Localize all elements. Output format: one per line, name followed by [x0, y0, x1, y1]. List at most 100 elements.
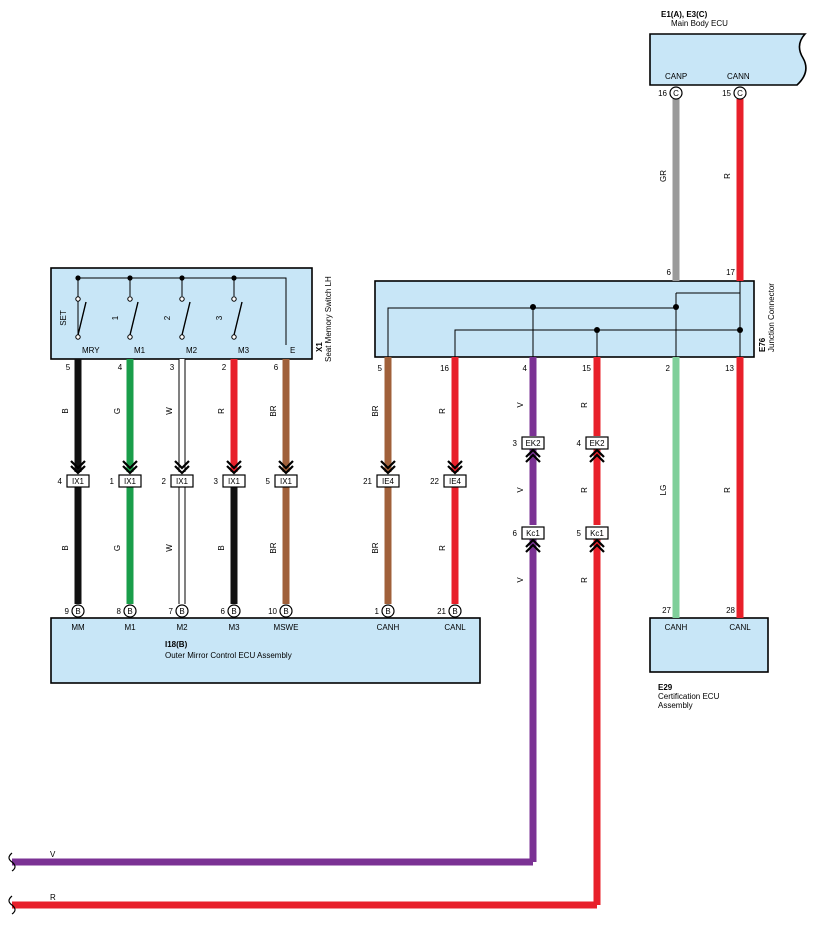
- junction-id: E76: [758, 337, 767, 352]
- switch-contact: [75, 334, 81, 340]
- switch-label: SET: [59, 310, 68, 326]
- seat-switch-pin-label: E: [290, 346, 295, 355]
- inline-pin-number: 3: [513, 439, 518, 448]
- inline-connector: IE4: [449, 477, 462, 486]
- connector-letter: B: [75, 607, 80, 616]
- connector-letter: C: [673, 89, 679, 98]
- switch-contact: [179, 334, 185, 340]
- inline-pin-number: 6: [513, 529, 518, 538]
- wire-color-label: GR: [659, 170, 668, 182]
- inline-pin-number: 22: [430, 477, 439, 486]
- wire-color-label: R: [580, 402, 589, 408]
- connector-pin-circle: [381, 604, 395, 618]
- switch-contact: [127, 296, 133, 302]
- inline-connector-chevron: [589, 448, 605, 463]
- connector-letter: B: [385, 607, 390, 616]
- seat-switch-id: X1: [315, 342, 324, 352]
- seat-switch-pin-label: M2: [186, 346, 198, 355]
- connector-pin-circle: [123, 604, 137, 618]
- wire-color-label: BR: [269, 405, 278, 416]
- wire-break-symbol: [8, 895, 16, 915]
- connector-pin-circle: [175, 604, 189, 618]
- pin-label: CANH: [665, 623, 688, 632]
- inline-connector: IX1: [72, 477, 85, 486]
- inline-connector-chevron: [589, 538, 605, 553]
- pin-label: MM: [71, 623, 85, 632]
- seat-switch-name: Seat Memory Switch LH: [324, 276, 333, 362]
- wire-color-label: BR: [371, 542, 380, 553]
- switch-contact: [231, 334, 237, 340]
- wire-color-label: R: [723, 173, 732, 179]
- connector-letter: B: [127, 607, 132, 616]
- junction-pin-number: 13: [725, 364, 734, 373]
- seat-switch-pin-number: 3: [170, 363, 175, 372]
- outer-mirror-name: Outer Mirror Control ECU Assembly: [165, 651, 292, 660]
- switch-label: 1: [111, 315, 120, 320]
- pin-number: 21: [437, 607, 446, 616]
- connector-letter: B: [179, 607, 184, 616]
- switch-contact: [127, 334, 133, 340]
- inline-connector-chevron: [380, 460, 396, 475]
- wire-color-label: B: [61, 545, 70, 550]
- main-body-ecu-id: E1(A), E3(C): [661, 10, 708, 19]
- wire-color-label: W: [165, 407, 174, 415]
- inline-connector: Kc1: [526, 529, 540, 538]
- junction-pin-number: 2: [666, 364, 671, 373]
- wire-color-label: R: [580, 577, 589, 583]
- wire-color-label: R: [580, 487, 589, 493]
- cert-ecu-name-1: Certification ECU: [658, 692, 720, 701]
- switch-contact: [179, 296, 185, 302]
- certification-ecu: E29 Certification ECU Assembly: [649, 617, 769, 710]
- pin-number: 27: [662, 606, 671, 615]
- seat-switch-pin-number: 2: [222, 363, 227, 372]
- cert-ecu-id: E29: [658, 683, 673, 692]
- inline-connector: Kc1: [590, 529, 604, 538]
- connector-letter: C: [737, 89, 743, 98]
- switch-contact: [75, 296, 81, 302]
- pin-number: 9: [65, 607, 70, 616]
- wire-color-label: R: [217, 408, 226, 414]
- switch-blade: [233, 301, 243, 336]
- wire-color-label: BR: [371, 405, 380, 416]
- inline-connector: IX1: [124, 477, 137, 486]
- inline-connector-chevron: [174, 460, 190, 475]
- inline-pin-number: 4: [577, 439, 582, 448]
- outer-mirror-id: I18(B): [165, 640, 188, 649]
- inline-connector-chevron: [447, 460, 463, 475]
- inline-connector-box: [443, 474, 467, 488]
- junction-pin-number: 5: [378, 364, 383, 373]
- switch-blade: [181, 301, 191, 336]
- inline-pin-number: 5: [577, 529, 582, 538]
- inline-connector-box: [274, 474, 298, 488]
- pin-label-canp: CANP: [665, 72, 687, 81]
- inline-connector-box: [222, 474, 246, 488]
- seat-switch-pin-number: 4: [118, 363, 123, 372]
- pin-number: 6: [221, 607, 226, 616]
- wire-color-label: G: [113, 545, 122, 551]
- inline-pin-number: 2: [162, 477, 167, 486]
- main-body-ecu: E1(A), E3(C) Main Body ECU CANP CANN: [649, 10, 807, 86]
- inline-pin-number: 1: [110, 477, 115, 486]
- junction-pin-number: 4: [523, 364, 528, 373]
- inline-connector-box: [376, 474, 400, 488]
- pin-label-cann: CANN: [727, 72, 750, 81]
- connector-pin-circle: [733, 86, 747, 100]
- main-body-ecu-name: Main Body ECU: [671, 19, 728, 28]
- pin-number: 16: [658, 89, 667, 98]
- pin-label: MSWE: [274, 623, 299, 632]
- junction-connector: E76 Junction Connector: [374, 280, 776, 358]
- inline-connector-chevron: [525, 538, 541, 553]
- wire-color-label: W: [165, 544, 174, 552]
- pin-label: M3: [228, 623, 240, 632]
- inline-connector: IE4: [382, 477, 395, 486]
- connector-letter: B: [231, 607, 236, 616]
- wire-color-label: R: [438, 545, 447, 551]
- junction-pin-number: 15: [582, 364, 591, 373]
- inline-connector: IX1: [176, 477, 189, 486]
- seat-switch-pin-number: 6: [274, 363, 279, 372]
- pin-number: 15: [722, 89, 731, 98]
- wire-color-label: B: [217, 545, 226, 550]
- junction-name: Junction Connector: [767, 283, 776, 352]
